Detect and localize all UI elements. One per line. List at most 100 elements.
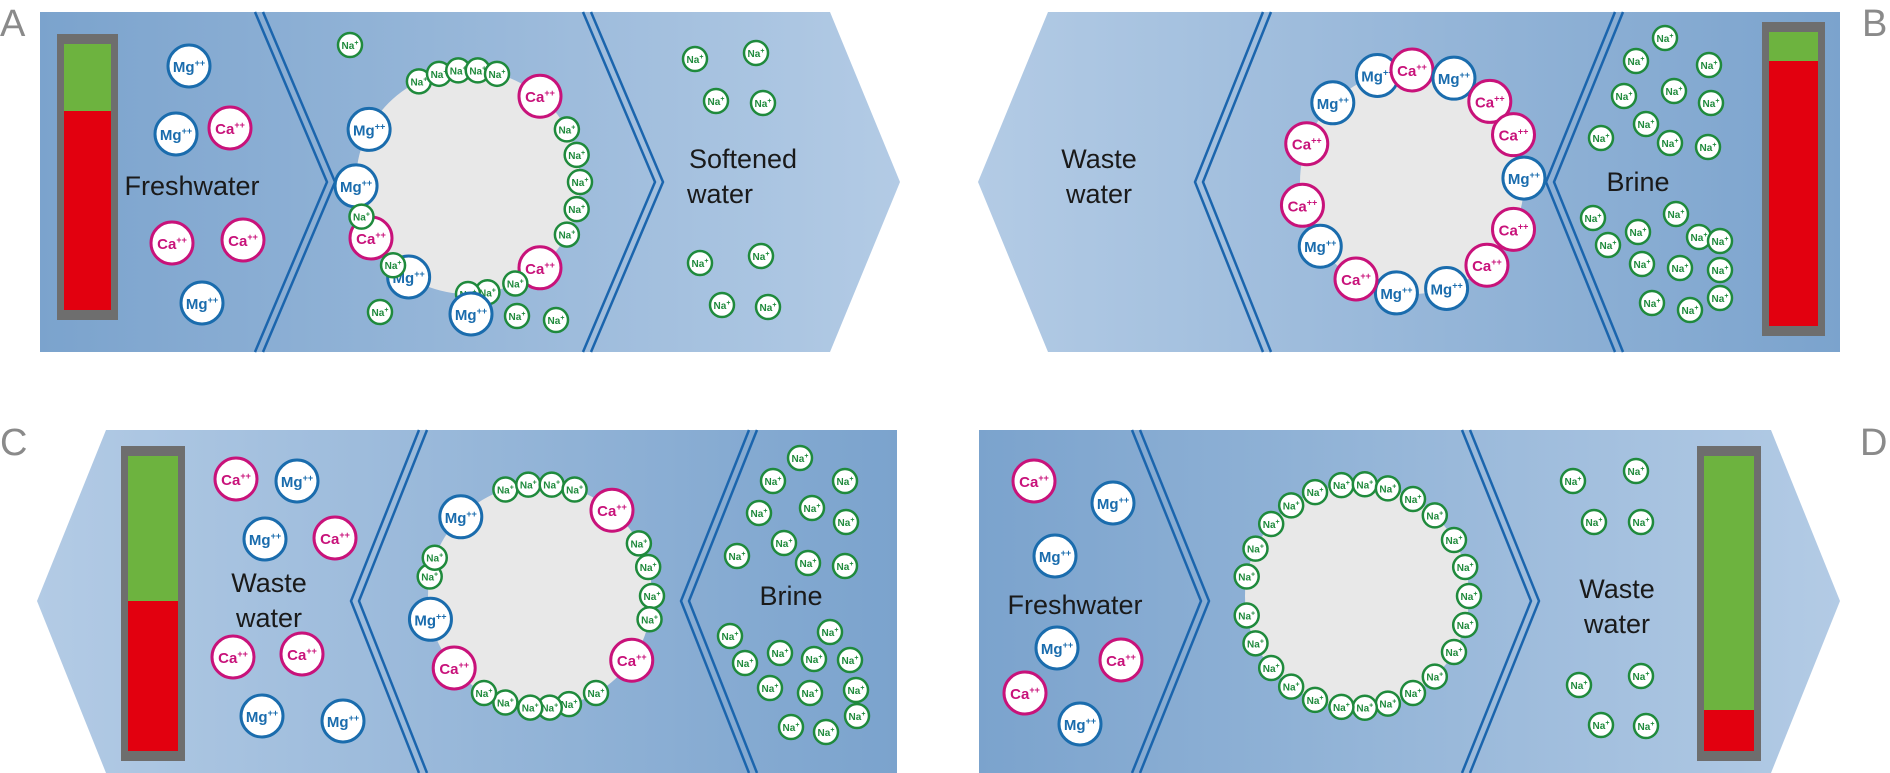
mg-ion: Mg++ [1034, 625, 1080, 671]
svg-text:Na+: Na+ [748, 48, 765, 60]
svg-text:Na+: Na+ [1238, 572, 1255, 584]
svg-text:Na+: Na+ [762, 683, 779, 695]
na-ion: Na+ [1301, 686, 1329, 714]
svg-text:Na+: Na+ [1634, 259, 1651, 271]
svg-text:Na+: Na+ [644, 591, 661, 603]
na-ion: Na+ [1328, 471, 1355, 499]
na-ion: Na+ [1242, 630, 1269, 657]
svg-text:Na+: Na+ [1247, 638, 1264, 650]
ca-ion: Ca++ [210, 634, 256, 680]
svg-text:Na+: Na+ [1691, 232, 1708, 244]
svg-text:Na+: Na+ [708, 96, 725, 108]
mg-ion: Mg++ [1431, 55, 1477, 101]
resin-bead [428, 484, 652, 708]
na-ion: Na+ [708, 291, 736, 319]
na-ion: Na+ [502, 270, 529, 297]
svg-text:Na+: Na+ [558, 124, 575, 136]
na-ion: Na+ [716, 622, 744, 650]
panel-c-divider-left [349, 429, 429, 773]
svg-text:Na+: Na+ [1457, 620, 1474, 632]
svg-text:Na+: Na+ [1263, 663, 1280, 675]
svg-text:Na+: Na+ [1457, 562, 1474, 574]
ca-ion: Ca++ [1098, 637, 1144, 683]
na-ion: Na+ [1455, 582, 1483, 610]
svg-text:Na+: Na+ [1616, 91, 1633, 103]
svg-text:Na+: Na+ [1662, 138, 1679, 150]
svg-text:Na+: Na+ [489, 69, 506, 81]
na-ion: Na+ [1399, 679, 1427, 707]
na-ion: Na+ [1421, 502, 1449, 529]
ca-ion: Ca++ [312, 515, 358, 561]
ca-ion: Ca++ [589, 487, 635, 533]
svg-text:Na+: Na+ [566, 484, 583, 496]
panel-c-divider-right [679, 429, 759, 773]
na-ion: Na+ [470, 679, 498, 707]
mg-ion: Mg++ [346, 106, 392, 152]
svg-text:Na+: Na+ [1672, 263, 1689, 275]
mg-ion: Mg++ [448, 291, 494, 337]
na-ion: Na+ [686, 249, 714, 277]
salt-gauge [121, 446, 185, 761]
salt-gauge [57, 34, 118, 320]
svg-text:Na+: Na+ [1593, 720, 1610, 732]
na-ion: Na+ [516, 694, 544, 721]
svg-text:Na+: Na+ [837, 476, 854, 488]
na-ion: Na+ [625, 530, 653, 557]
na-ion: Na+ [1328, 693, 1355, 721]
na-ion: Na+ [742, 39, 770, 67]
na-ion: Na+ [1565, 671, 1593, 699]
svg-text:Na+: Na+ [1283, 500, 1300, 512]
ca-ion: Ca++ [517, 73, 563, 119]
svg-text:Na+: Na+ [818, 727, 835, 739]
na-ion: Na+ [515, 471, 542, 498]
svg-text:Na+: Na+ [497, 698, 514, 710]
na-ion: Na+ [1638, 289, 1666, 317]
na-ion: Na+ [1651, 24, 1679, 52]
ca-ion: Ca++ [1002, 670, 1048, 716]
na-ion: Na+ [731, 649, 759, 677]
na-ion: Na+ [366, 298, 394, 326]
mg-ion: Mg++ [1057, 701, 1103, 747]
svg-text:Na+: Na+ [755, 98, 772, 110]
svg-text:Na+: Na+ [1628, 56, 1645, 68]
na-ion: Na+ [1587, 711, 1615, 739]
na-ion: Na+ [538, 471, 565, 498]
na-ion: Na+ [566, 168, 594, 196]
na-ion: Na+ [1627, 662, 1655, 690]
svg-text:Na+: Na+ [1446, 647, 1463, 659]
svg-text:Na+: Na+ [1666, 86, 1683, 98]
na-ion: Na+ [638, 582, 666, 610]
na-ion: Na+ [636, 606, 663, 633]
na-ion: Na+ [1695, 51, 1723, 79]
mg-ion: Mg++ [1424, 266, 1470, 312]
ca-ion: Ca++ [431, 645, 477, 691]
svg-text:Na+: Na+ [848, 685, 865, 697]
svg-text:Na+: Na+ [1593, 133, 1610, 145]
ca-ion: Ca++ [1491, 206, 1537, 252]
svg-text:Na+: Na+ [548, 315, 565, 327]
svg-text:Na+: Na+ [1333, 702, 1350, 714]
svg-text:Na+: Na+ [1712, 293, 1729, 305]
na-ion: Na+ [1622, 47, 1650, 75]
svg-text:Na+: Na+ [1638, 721, 1655, 733]
na-ion: Na+ [1559, 467, 1587, 495]
na-ion: Na+ [1706, 227, 1734, 255]
svg-text:Na+: Na+ [1712, 236, 1729, 248]
svg-text:Na+: Na+ [1668, 209, 1685, 221]
na-ion: Na+ [1662, 200, 1690, 228]
svg-text:Na+: Na+ [765, 476, 782, 488]
na-ion: Na+ [749, 89, 777, 117]
na-ion: Na+ [786, 444, 814, 472]
ca-ion: Ca++ [1011, 458, 1057, 504]
svg-text:Na+: Na+ [640, 562, 657, 574]
na-ion: Na+ [1579, 204, 1607, 232]
na-ion: Na+ [843, 702, 871, 730]
svg-text:Na+: Na+ [572, 177, 589, 189]
na-ion: Na+ [1685, 223, 1713, 251]
panel-a-ions: Mg++Mg++Mg++Ca++Ca++Ca++Na+Na+Na+Na+Na+C… [149, 31, 782, 337]
na-ion: Na+ [842, 676, 870, 704]
svg-text:Na+: Na+ [520, 480, 537, 492]
na-ion: Na+ [1277, 492, 1305, 519]
